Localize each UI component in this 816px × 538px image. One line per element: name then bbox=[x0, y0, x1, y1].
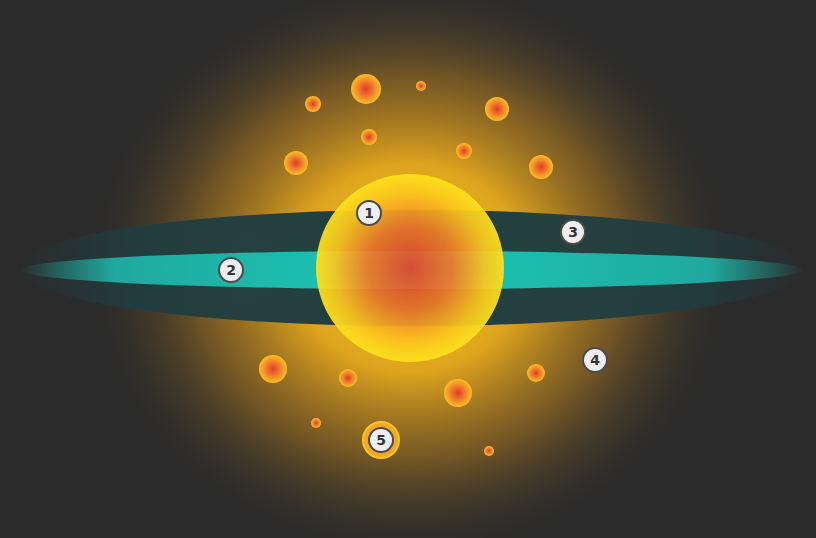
callout-number: 4 bbox=[582, 347, 608, 373]
callout-number: 3 bbox=[560, 219, 586, 245]
central-bulge bbox=[316, 174, 504, 362]
callout-number: 2 bbox=[218, 257, 244, 283]
callout-number: 1 bbox=[356, 200, 382, 226]
callout-number: 5 bbox=[368, 427, 394, 453]
